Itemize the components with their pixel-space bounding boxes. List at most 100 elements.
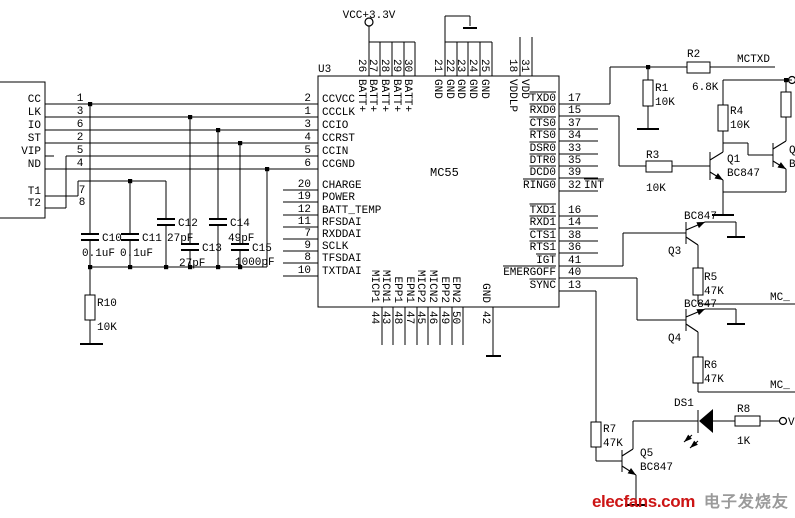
pin-number: 46 (426, 311, 438, 324)
pin-number: 19 (298, 191, 311, 203)
mc-net-label-2: MC_ (770, 380, 790, 392)
pin-number: 27 (366, 59, 378, 72)
pin-label: BATT+ (378, 79, 390, 112)
pin-label: EPN2 (449, 277, 461, 303)
pin-label: MICN1 (379, 270, 391, 303)
pin-label: CCIN (322, 146, 348, 158)
arrow (627, 468, 636, 475)
capacitor-value: 0.1uF (120, 248, 153, 260)
pin-number: 7 (304, 228, 311, 240)
junction-dot (164, 265, 169, 270)
pin-label: POWER (322, 192, 355, 204)
transistor-refdes: Q2 (789, 145, 795, 157)
pin-label: EPN1 (403, 277, 415, 304)
resistor-refdes: R7 (603, 424, 616, 436)
pin-number: 12 (298, 204, 311, 216)
junction-dot (238, 141, 243, 146)
pin-label: IO (28, 120, 42, 132)
pin-number: 39 (568, 167, 581, 179)
pin-label: CTS1 (530, 230, 557, 242)
pin-label: RXDDAI (322, 229, 362, 241)
junction-dot (188, 115, 193, 120)
wire (772, 140, 787, 150)
resistor-R6 (692, 356, 704, 384)
junction-dot (265, 167, 270, 172)
capacitor-value: 49pF (228, 233, 254, 245)
watermark-cjk: 电子发烧友 (703, 492, 789, 511)
pin-number: 42 (479, 311, 491, 324)
pin-label: RFSDAI (322, 217, 362, 229)
junction-dot (128, 265, 133, 270)
pin-label: CCRST (322, 133, 355, 145)
pin-label: VDD (518, 79, 530, 99)
pin-label: VIP (21, 146, 41, 158)
pin-label: MICN2 (426, 270, 438, 303)
pin-number: 23 (454, 59, 466, 72)
pin-number: 8 (304, 252, 311, 264)
transistor-refdes: Q4 (668, 333, 682, 345)
resistor-R4 (717, 104, 729, 132)
junction-dot (216, 265, 221, 270)
pin-number: 43 (379, 311, 391, 324)
pin-label: DSR0 (530, 143, 556, 155)
pin-label: RXD1 (530, 217, 557, 229)
pin-number: 3 (304, 119, 311, 131)
pin-number: 6 (77, 119, 84, 131)
pin-label: CCVCC (322, 94, 355, 106)
resistor-value: 10K (646, 183, 666, 195)
resistor-value: 1K (737, 436, 751, 448)
capacitor-refdes: C13 (202, 243, 222, 255)
pin-number: 48 (391, 311, 403, 324)
junction-dot (238, 265, 243, 270)
pin-label: ST (28, 133, 42, 145)
pin-number: 5 (77, 145, 84, 157)
junction-dot (646, 65, 651, 70)
pin-label: SYNC (530, 280, 557, 292)
resistor-R2 (686, 61, 711, 74)
pin-number: 6 (304, 158, 311, 170)
resistor-value: 47K (603, 438, 623, 450)
pin-number: 26 (355, 59, 367, 72)
pin-number: 29 (390, 59, 402, 72)
pin-label: CCCLK (322, 107, 355, 119)
pin-label: EPP1 (391, 277, 403, 304)
junction-dot (128, 179, 133, 184)
pin-number: 18 (506, 59, 518, 72)
wire (621, 448, 634, 457)
pin-number: 17 (568, 93, 581, 105)
pin-label: GND (479, 283, 491, 303)
ic-part-number: MC55 (430, 166, 459, 180)
pin-label: IGT (536, 255, 556, 267)
pin-number: 40 (568, 267, 581, 279)
arrow (696, 222, 705, 229)
pin-number: 41 (568, 255, 582, 267)
pin-number: 25 (478, 59, 490, 72)
v-net-label: V (788, 417, 795, 429)
resistor-R10 (84, 294, 96, 321)
resistor-refdes: R4 (730, 106, 744, 118)
pin-label: TXD1 (530, 205, 557, 217)
capacitor-value: 27pF (167, 233, 193, 245)
arrow (699, 409, 713, 433)
pin-number: 10 (298, 265, 311, 277)
pin-number: 32 (568, 180, 581, 192)
terminal (364, 17, 374, 27)
pin-label: CHARGE (322, 180, 362, 192)
pin-number: 20 (298, 179, 311, 191)
pin-number: 45 (414, 311, 426, 324)
arrow (714, 173, 723, 180)
pin-label: BATT_TEMP (322, 205, 382, 217)
transistor-refdes: Q1 (727, 154, 741, 166)
resistor-refdes: R6 (704, 360, 717, 372)
pin-label: RING0 (523, 180, 556, 192)
pin-number: 5 (304, 145, 311, 157)
terminal (787, 75, 795, 85)
pin-label: LK (28, 107, 42, 119)
pin-number: 24 (466, 59, 478, 73)
pin-number: 21 (431, 59, 443, 73)
mctxd-net-label: MCTXD (737, 54, 770, 66)
pin-number: 13 (568, 280, 581, 292)
capacitor-refdes: C14 (230, 218, 250, 230)
pin-label: BATT+ (366, 79, 378, 112)
